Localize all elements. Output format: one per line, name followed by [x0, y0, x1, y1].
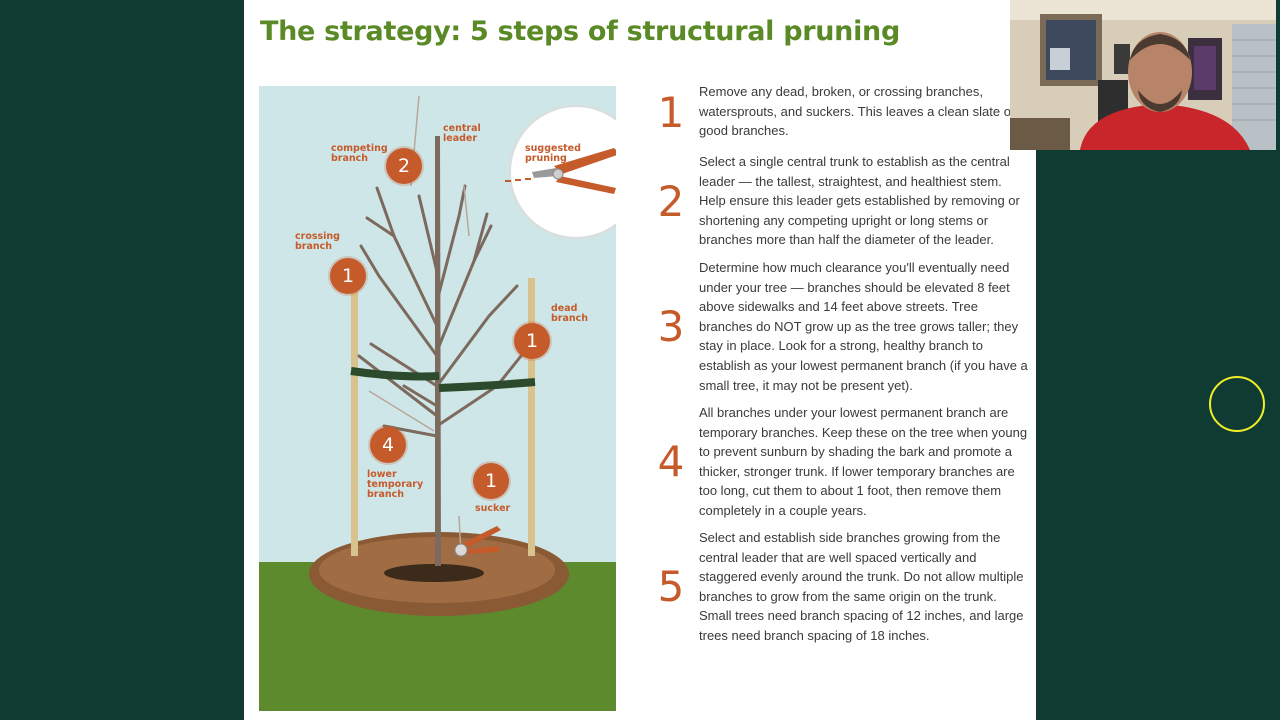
page-title: The strategy: 5 steps of structural prun…	[260, 16, 901, 47]
step-number: 2	[657, 177, 685, 226]
label-dead-branch: dead branch	[551, 303, 589, 324]
step-text: Determine how much clearance you'll even…	[699, 260, 1028, 393]
label-sucker: sucker	[475, 503, 511, 514]
step-text: Select and establish side branches growi…	[699, 530, 1024, 643]
badge-sucker: 1	[473, 463, 509, 499]
label-central-leader: central leader	[443, 123, 481, 144]
badge-lower-temporary-branch: 4	[370, 427, 406, 463]
presenter-video-svg	[1010, 0, 1276, 150]
step-text: Select a single central trunk to establi…	[699, 154, 1020, 248]
label-suggested-pruning: suggested pruning	[525, 143, 581, 164]
step-number: 5	[657, 562, 685, 611]
label-lower-temporary-branch: lower temporary branch	[367, 469, 424, 500]
step-text: Remove any dead, broken, or crossing bra…	[699, 84, 1015, 139]
label-crossing-branch: crossing branch	[295, 231, 340, 252]
tree-illustration-svg	[259, 95, 616, 711]
webcam-video-feed	[1010, 0, 1276, 150]
badge-dead-branch: 1	[514, 323, 550, 359]
step-text: All branches under your lowest permanent…	[699, 405, 1028, 518]
step-number: 4	[657, 437, 685, 486]
step-number: 3	[657, 302, 685, 351]
presentation-slide: The strategy: 5 steps of structural prun…	[244, 0, 1036, 720]
badge-crossing-branch: 1	[330, 258, 366, 294]
step-number: 1	[657, 88, 685, 137]
cursor-highlight-ring	[1209, 376, 1265, 432]
label-competing-branch: competing branch	[331, 143, 388, 164]
badge-competing-branch: 2	[386, 148, 422, 184]
pruning-illustration: competing branch central leader suggeste…	[259, 86, 616, 711]
